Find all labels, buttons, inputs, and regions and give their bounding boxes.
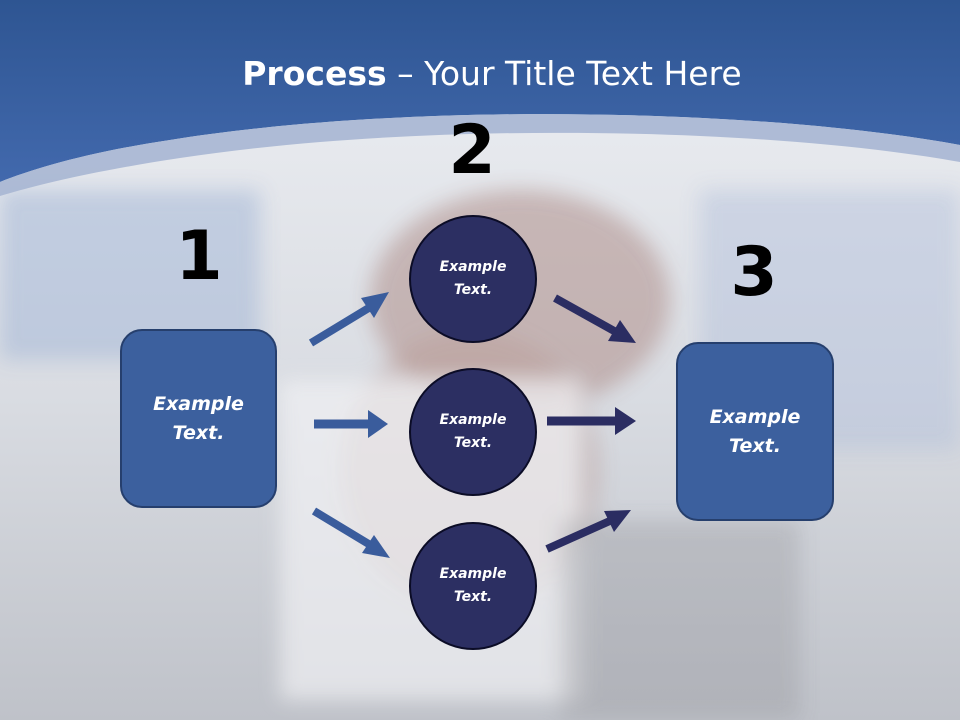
right-box-line2: Text.	[729, 434, 781, 457]
right-box: Example Text.	[676, 342, 834, 521]
title-rest: – Your Title Text Here	[386, 54, 742, 93]
circle-1-line1: Example	[439, 259, 507, 275]
left-box-label: Example Text.	[153, 390, 244, 448]
arrow-to-circle-3	[311, 507, 390, 558]
circle-2: Example Text.	[409, 368, 537, 496]
arrow-from-circle-1	[553, 294, 636, 343]
left-box-line2: Text.	[172, 421, 225, 444]
right-box-line1: Example	[709, 405, 801, 428]
arrow-from-circle-2	[547, 407, 636, 435]
arrow-to-circle-2	[314, 410, 388, 438]
circle-2-label: Example Text.	[440, 409, 507, 455]
arrow-to-circle-1	[308, 292, 389, 347]
step-number-3: 3	[730, 233, 778, 312]
title-bold: Process	[242, 54, 387, 93]
arrow-from-circle-3	[545, 510, 631, 553]
step-number-1: 1	[175, 217, 223, 296]
left-box-line1: Example	[153, 392, 244, 415]
circle-3-line2: Text.	[453, 589, 493, 605]
right-box-label: Example Text.	[710, 403, 801, 461]
circle-1: Example Text.	[409, 215, 537, 343]
left-box: Example Text.	[120, 329, 277, 508]
circle-1-label: Example Text.	[440, 256, 507, 302]
slide-title: Process – Your Title Text Here	[0, 52, 960, 96]
circle-3: Example Text.	[409, 522, 537, 650]
circle-1-line2: Text.	[453, 282, 493, 298]
circle-2-line1: Example	[439, 412, 507, 428]
circle-3-line1: Example	[439, 566, 507, 582]
circle-2-line2: Text.	[453, 435, 493, 451]
step-number-2: 2	[448, 111, 496, 190]
circle-3-label: Example Text.	[440, 563, 507, 609]
